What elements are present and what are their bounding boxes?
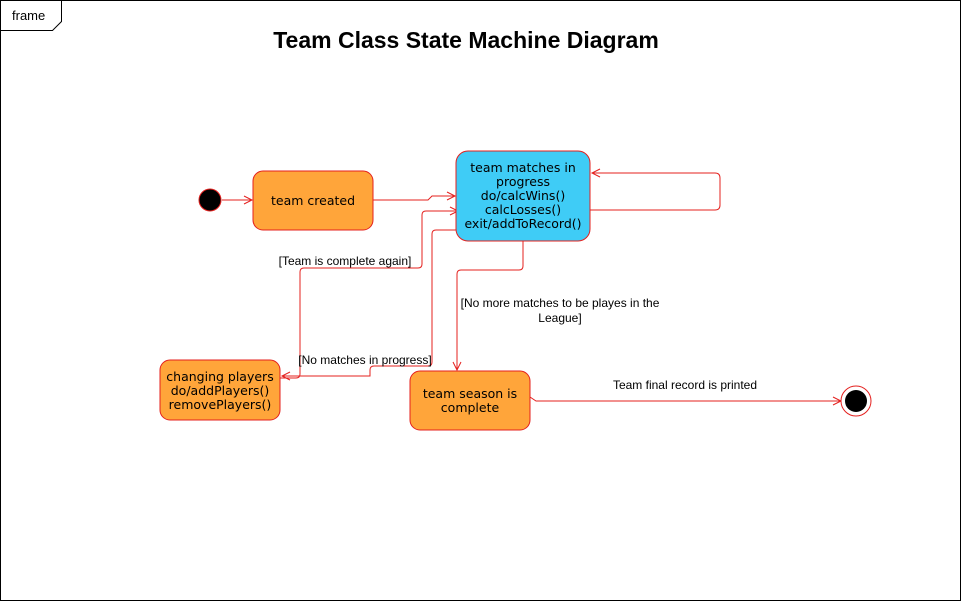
edge-matches-self-loop-arrowhead	[590, 168, 601, 178]
state-team-created-label: team created	[271, 193, 355, 208]
state-matches-line-4: calcLosses()	[485, 202, 561, 217]
state-matches-line-3: do/calcWins()	[481, 188, 565, 203]
label-no-more-matches-line-2: League]	[538, 311, 581, 325]
edge-matches-to-changing-arrowhead	[280, 371, 291, 381]
state-matches-in-progress[interactable]: team matches in progress do/calcWins() c…	[455, 150, 591, 242]
edge-created-to-matches	[373, 195, 455, 201]
state-matches-in-progress-box	[455, 150, 591, 242]
edge-created-to-matches-arrowhead	[446, 191, 457, 201]
final-state-core-icon	[845, 390, 867, 412]
edge-matches-self-loop	[590, 172, 721, 211]
state-changing-line-2: do/addPlayers()	[171, 383, 270, 398]
label-team-complete-again: [Team is complete again]	[279, 254, 412, 268]
label-final-record-printed: Team final record is printed	[613, 378, 757, 392]
initial-state-icon	[198, 188, 222, 212]
label-no-more-matches-line-1: [No more matches to be playes in the	[461, 296, 660, 310]
state-changing-line-3: removePlayers()	[169, 397, 272, 412]
edge-matches-to-season-complete	[456, 241, 524, 370]
label-no-matches-in-progress: [No matches in progress]	[298, 353, 431, 367]
frame-tab	[0, 0, 62, 31]
state-matches-line-1: team matches in	[470, 160, 576, 175]
frame-label: frame	[12, 8, 45, 23]
state-matches-line-5: exit/addToRecord()	[464, 216, 581, 231]
state-matches-line-2: progress	[496, 174, 550, 189]
state-season-line-1: team season is	[423, 386, 517, 401]
state-changing-line-1: changing players	[166, 369, 273, 384]
state-team-created-box	[252, 170, 374, 231]
state-season-complete[interactable]: team season is complete	[409, 370, 531, 431]
edge-matches-to-season-complete-arrowhead	[452, 361, 462, 372]
state-changing-players[interactable]: changing players do/addPlayers() removeP…	[159, 359, 281, 421]
state-season-line-2: complete	[441, 400, 500, 415]
state-team-created[interactable]: team created	[252, 170, 374, 231]
diagram-title: Team Class State Machine Diagram	[273, 27, 659, 53]
edge-initial-to-created-arrowhead	[243, 195, 254, 205]
state-season-complete-box	[409, 370, 531, 431]
edge-season-complete-to-final	[529, 396, 841, 402]
state-changing-players-box	[159, 359, 281, 421]
edge-matches-to-changing	[282, 229, 458, 377]
